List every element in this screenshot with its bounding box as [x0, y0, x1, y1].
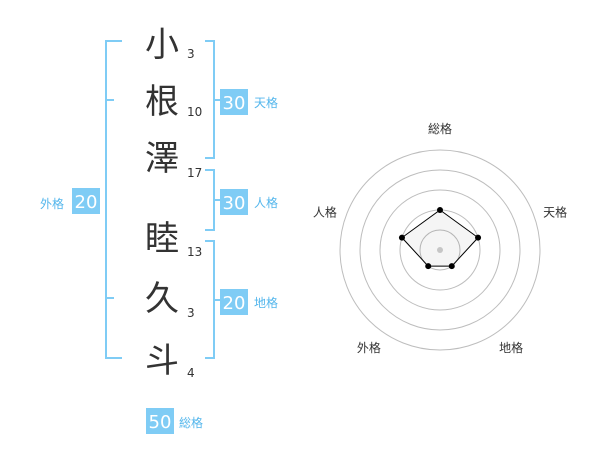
tenkaku-badge-bg — [220, 89, 248, 115]
chikaku-bracket — [205, 240, 220, 359]
radar-ring-4 — [359, 169, 521, 331]
gaikaku-badge: 外格 20 — [40, 188, 100, 214]
chikaku-badge-bg — [220, 289, 248, 315]
radar-point-2 — [475, 234, 482, 241]
chikaku-value: 20 — [223, 293, 246, 314]
tenkaku-bracket — [205, 40, 220, 159]
gaikaku-badge-bg — [72, 188, 100, 214]
radar-ring-5 — [339, 149, 541, 351]
jinkaku-badge-bg — [220, 189, 248, 215]
radar-center-dot — [437, 247, 443, 253]
soukaku-label: 総格 — [179, 415, 203, 430]
stroke-count-5: 3 — [187, 306, 195, 320]
stroke-count-3: 17 — [187, 166, 202, 180]
radar-axis-label-1: 総格 — [428, 121, 452, 136]
jinkaku-bracket — [205, 169, 220, 231]
jinkaku-value: 30 — [223, 193, 246, 214]
name-char-3: 澤 — [145, 139, 179, 179]
stroke-count-2: 10 — [187, 105, 202, 119]
gaikaku-bracket — [105, 40, 122, 359]
radar-axis-label-4: 外格 — [357, 340, 381, 355]
radar-ring-3 — [379, 189, 501, 311]
radar-points — [398, 207, 482, 270]
name-char-2: 根 — [145, 82, 179, 122]
radar-axis-label-3: 地格 — [499, 340, 523, 355]
stroke-count-1: 3 — [187, 47, 195, 61]
chikaku-label: 地格 — [254, 295, 278, 310]
radar-point-1 — [437, 207, 443, 213]
gaikaku-value: 20 — [75, 192, 98, 213]
tenkaku-badge: 30 天格 — [220, 89, 278, 115]
radar-ring-1 — [419, 229, 461, 271]
radar-axis-label-5: 人格 — [313, 205, 337, 220]
name-char-5: 久 — [145, 279, 179, 319]
soukaku-value: 50 — [149, 412, 172, 433]
chikaku-badge: 20 地格 — [220, 289, 278, 315]
tenkaku-label: 天格 — [254, 95, 278, 110]
name-char-4: 睦 — [145, 219, 179, 259]
fortune-brackets — [105, 40, 220, 359]
jinkaku-label: 人格 — [254, 195, 278, 210]
stroke-count-4: 13 — [187, 245, 202, 259]
name-char-6: 斗 — [145, 341, 179, 381]
radar-polygon — [401, 209, 479, 267]
radar-axis-label-2: 天格 — [543, 205, 567, 220]
jinkaku-badge: 30 人格 — [220, 189, 278, 215]
radar-point-4 — [425, 263, 432, 270]
radar-point-5 — [398, 234, 405, 241]
name-characters: 小 3 根 10 澤 17 睦 13 久 3 斗 4 — [145, 25, 202, 381]
radar-point-3 — [448, 263, 455, 270]
stroke-count-6: 4 — [187, 366, 195, 380]
tenkaku-value: 30 — [223, 93, 246, 114]
soukaku-badge: 50 総格 — [146, 408, 203, 434]
soukaku-badge-bg — [146, 408, 174, 434]
gaikaku-label: 外格 — [40, 196, 64, 211]
name-char-1: 小 — [145, 25, 179, 65]
